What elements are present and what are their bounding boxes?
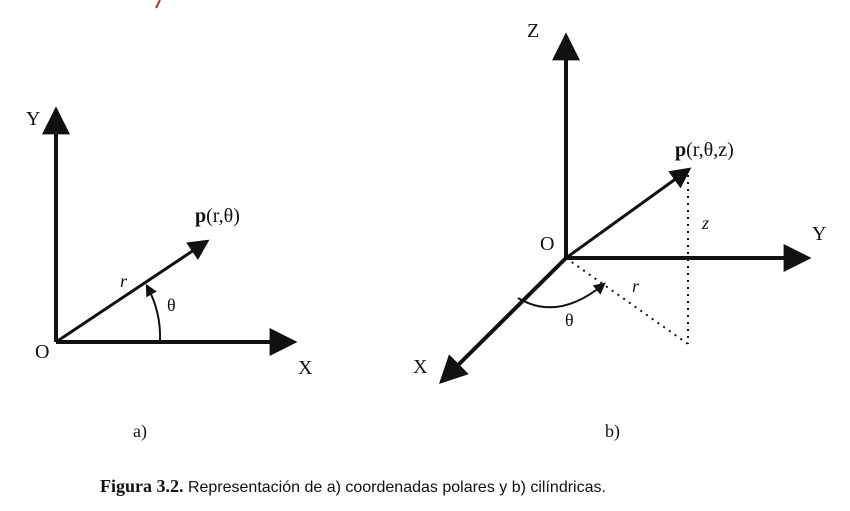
panel-b-y-label: Y	[812, 223, 826, 245]
panel-a-polar-diagram: Y X O p(r,θ) r θ a)	[26, 106, 313, 442]
panel-b-cylindrical-diagram: Z Y X O p(r,θ,z) z r θ b)	[413, 20, 826, 442]
panel-b-angle-label: θ	[565, 310, 574, 330]
panel-b-origin-label: O	[540, 233, 554, 255]
stray-mark	[155, 0, 161, 9]
panel-b-x-axis	[439, 256, 568, 384]
panel-a-x-label: X	[298, 357, 313, 379]
panel-a-point-label: p(r,θ)	[195, 205, 240, 227]
panel-a-position-vector	[55, 239, 210, 344]
panel-a-y-label: Y	[26, 108, 40, 130]
panel-a-angle-arc	[145, 283, 162, 342]
panel-b-z-label: Z	[527, 20, 539, 42]
panel-a-radius-label: r	[120, 271, 128, 291]
panel-b-point-label: p(r,θ,z)	[675, 139, 734, 161]
panel-a-sublabel: a)	[133, 421, 147, 442]
panel-b-radius-projection	[565, 257, 689, 345]
panel-b-position-vector	[565, 167, 692, 260]
panel-b-sublabel: b)	[605, 421, 620, 442]
panel-b-x-label: X	[413, 356, 428, 378]
panel-a-angle-label: θ	[167, 295, 176, 315]
panel-a-origin-label: O	[35, 341, 49, 363]
panel-b-height-label: z	[701, 213, 709, 233]
panel-b-radius-label: r	[632, 276, 640, 296]
panel-b-angle-arc	[517, 282, 606, 309]
figure-caption: Figura 3.2. Representación de a) coorden…	[100, 476, 606, 496]
